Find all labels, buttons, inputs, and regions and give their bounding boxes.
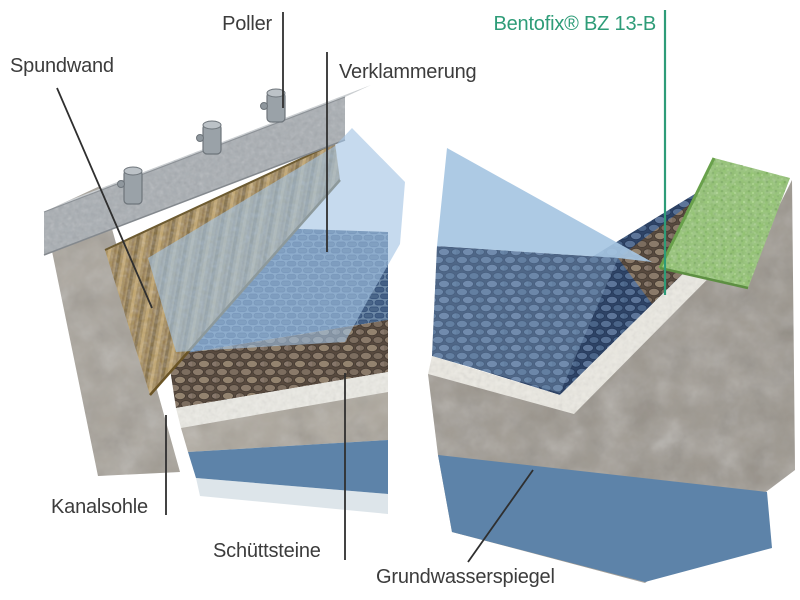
water-surface-left (148, 128, 405, 352)
water-veil-right (432, 246, 618, 393)
grass-cap (658, 157, 790, 290)
leader-lines (56, 10, 667, 563)
leader-grundwasserspiegel (467, 469, 534, 563)
bollard-1 (117, 166, 143, 205)
groundwater-band-left (188, 440, 388, 494)
geotextile-layer-left (176, 372, 388, 428)
left-end-face (44, 186, 180, 476)
label-schuettsteine: Schüttsteine (213, 540, 321, 562)
label-kanalsohle: Kanalsohle (51, 496, 148, 518)
leader-spundwand (56, 87, 153, 309)
label-bentofix-product: Bentofix® BZ 13-B (493, 13, 656, 35)
label-poller: Poller (222, 13, 272, 35)
bollard-3 (260, 88, 286, 123)
right-block (428, 148, 795, 583)
bollard-2 (196, 120, 222, 155)
water-surface-right (437, 148, 652, 262)
label-grundwasserspiegel: Grundwasserspiegel (376, 566, 555, 588)
groundwater-fade-left (196, 478, 388, 514)
label-verklammerung: Verklammerung (339, 61, 477, 83)
left-block (43, 85, 405, 514)
label-spundwand: Spundwand (10, 55, 114, 77)
canal-bottom-soil (181, 392, 388, 452)
